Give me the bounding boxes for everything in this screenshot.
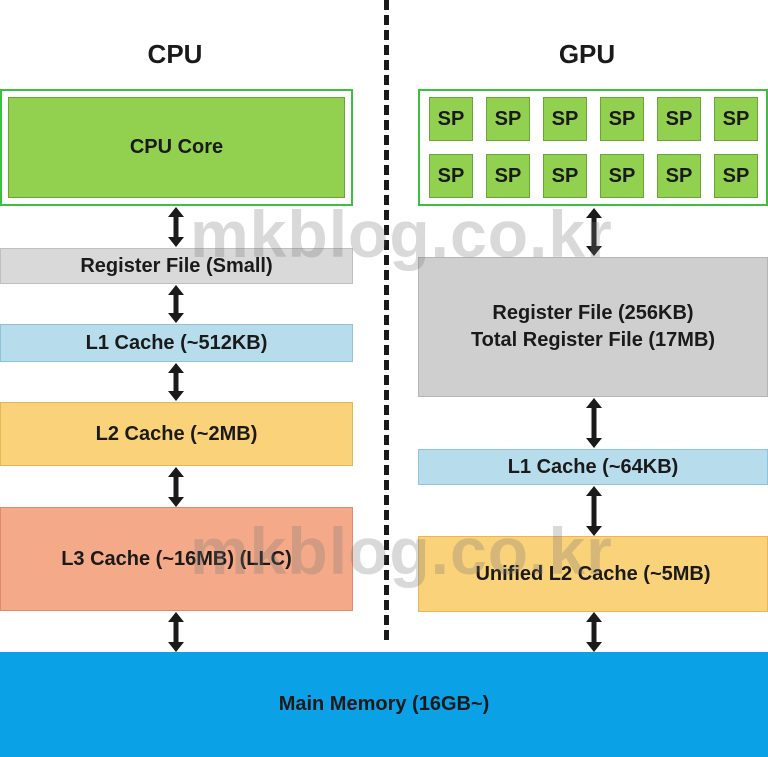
sp-label: SP (551, 164, 579, 187)
gpu-arrow-l2-memory (586, 612, 602, 652)
gpu-arrow-sp-register (586, 208, 602, 256)
cpu-l2-cache-label: L2 Cache (~2MB) (95, 422, 258, 445)
gpu-sp-unit: SP (429, 97, 473, 141)
sp-label: SP (551, 107, 579, 130)
sp-label: SP (722, 164, 750, 187)
gpu-sp-frame: SP SP SP SP SP SP SP SP SP SP SP SP (418, 89, 768, 206)
gpu-l2-cache-box: Unified L2 Cache (~5MB) (418, 536, 768, 612)
gpu-sp-unit: SP (543, 154, 587, 198)
cpu-register-file-box: Register File (Small) (0, 248, 353, 284)
gpu-sp-unit: SP (486, 154, 530, 198)
sp-label: SP (665, 107, 693, 130)
cpu-core-frame: CPU Core (0, 89, 353, 206)
cpu-arrow-l3-memory (168, 612, 184, 652)
cpu-l1-cache-label: L1 Cache (~512KB) (85, 331, 268, 354)
cpu-l2-cache-box: L2 Cache (~2MB) (0, 402, 353, 466)
cpu-l1-cache-box: L1 Cache (~512KB) (0, 324, 353, 362)
sp-label: SP (437, 107, 465, 130)
gpu-register-file-box: Register File (256KB) Total Register Fil… (418, 257, 768, 397)
cpu-core-label: CPU Core (129, 136, 224, 158)
sp-label: SP (722, 107, 750, 130)
gpu-sp-unit: SP (543, 97, 587, 141)
gpu-total-register-file-label: Total Register File (17MB) (470, 329, 716, 351)
gpu-heading: GPU (558, 38, 616, 69)
main-memory-label: Main Memory (16GB~) (278, 693, 490, 715)
column-divider (384, 0, 389, 640)
gpu-arrow-register-l1 (586, 398, 602, 448)
gpu-sp-unit: SP (600, 154, 644, 198)
sp-label: SP (437, 164, 465, 187)
gpu-l2-cache-label: Unified L2 Cache (~5MB) (475, 562, 711, 585)
gpu-sp-unit: SP (657, 154, 701, 198)
cpu-arrow-l2-l3 (168, 467, 184, 507)
cpu-arrow-core-register (168, 207, 184, 247)
gpu-sp-unit: SP (486, 97, 530, 141)
sp-label: SP (608, 107, 636, 130)
gpu-arrow-l1-l2 (586, 486, 602, 536)
sp-label: SP (665, 164, 693, 187)
cpu-register-file-label: Register File (Small) (80, 254, 273, 277)
sp-label: SP (608, 164, 636, 187)
gpu-register-file-label: Register File (256KB) (492, 302, 694, 324)
sp-label: SP (494, 164, 522, 187)
gpu-l1-cache-label: L1 Cache (~64KB) (507, 455, 679, 478)
cpu-arrow-l1-l2 (168, 363, 184, 401)
gpu-sp-unit: SP (657, 97, 701, 141)
gpu-l1-cache-box: L1 Cache (~64KB) (418, 449, 768, 485)
gpu-sp-unit: SP (429, 154, 473, 198)
cpu-heading: CPU (147, 38, 203, 69)
sp-label: SP (494, 107, 522, 130)
cpu-core-box: CPU Core (8, 97, 345, 198)
main-memory-box: Main Memory (16GB~) (0, 652, 768, 757)
gpu-sp-unit: SP (714, 97, 758, 141)
cpu-arrow-register-l1 (168, 285, 184, 323)
gpu-sp-unit: SP (714, 154, 758, 198)
cpu-l3-cache-label: L3 Cache (~16MB) (LLC) (61, 547, 292, 570)
gpu-sp-unit: SP (600, 97, 644, 141)
cpu-l3-cache-box: L3 Cache (~16MB) (LLC) (0, 507, 353, 611)
